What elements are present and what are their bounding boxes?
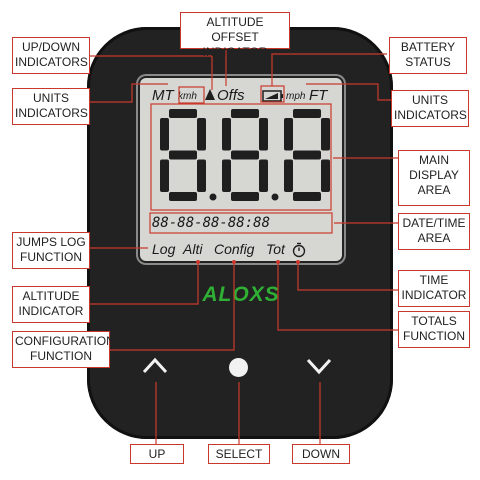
digit-segment	[231, 192, 259, 201]
lcd-fn-config: Config	[214, 241, 255, 257]
battery-icon	[262, 90, 283, 102]
units-left-highlight	[178, 86, 205, 104]
decimal-point	[271, 193, 279, 201]
decimal-point	[209, 193, 217, 201]
digit-segment	[293, 150, 321, 160]
lcd-datetime: 88-88-88-88:88	[152, 215, 271, 231]
callout-time-indicator: TIME INDICATOR	[398, 270, 470, 307]
digit-segment	[169, 150, 197, 160]
callout-jumps-log: JUMPS LOG FUNCTION	[12, 232, 90, 269]
callout-up: UP	[130, 444, 184, 464]
digit-segment	[259, 159, 268, 192]
lcd-units-mph: mph	[286, 91, 306, 102]
main-display-digits	[160, 109, 330, 201]
callout-down: DOWN	[292, 444, 350, 464]
main-display-highlight	[150, 103, 332, 211]
digit-segment	[231, 109, 259, 118]
digit-segment	[197, 159, 206, 192]
callout-up-down: UP/DOWN INDICATORS	[12, 37, 90, 74]
chevron-up-icon[interactable]	[142, 357, 168, 375]
callout-main-display: MAIN DISPLAY AREA	[398, 150, 470, 206]
digit-segment	[293, 109, 321, 118]
lcd-fn-log: Log	[152, 241, 176, 257]
chevron-down-icon[interactable]	[306, 357, 332, 375]
digit-segment	[222, 159, 231, 192]
callout-units-right: UNITS INDICATORS	[391, 90, 469, 127]
digit-segment	[284, 159, 293, 192]
digit-segment	[160, 118, 169, 151]
callout-select: SELECT	[208, 444, 270, 464]
up-triangle-icon	[205, 89, 215, 100]
lcd-screen	[140, 78, 342, 261]
lcd-fn-alti: Alti	[183, 241, 203, 257]
digit-segment	[197, 118, 206, 151]
callout-units-left: UNITS INDICATORS	[12, 88, 90, 125]
callout-totals: TOTALS FUNCTION	[398, 311, 470, 348]
callout-date-time: DATE/TIME AREA	[398, 213, 470, 250]
datetime-highlight	[149, 212, 333, 234]
callout-altitude-indicator: ALTITUDE INDICATOR	[12, 286, 90, 323]
digit-segment	[284, 118, 293, 151]
digit-segment	[169, 109, 197, 118]
digit-segment	[293, 192, 321, 201]
callout-configuration: CONFIGURATION FUNCTION	[12, 331, 115, 368]
digit-segment	[259, 118, 268, 151]
digit-segment	[169, 192, 197, 201]
lcd-offset-label: Offs	[217, 87, 245, 104]
battery-highlight	[260, 85, 285, 103]
callout-battery: BATTERY STATUS	[389, 37, 467, 74]
callout-altitude-offset: ALTITUDE OFFSET INDICATOR	[180, 12, 290, 59]
stopwatch-icon	[292, 242, 306, 258]
digit-segment	[222, 118, 231, 151]
digit-segment	[321, 118, 330, 151]
select-dot-icon[interactable]	[229, 358, 248, 377]
lcd-fn-tot: Tot	[266, 241, 285, 257]
digit-segment	[231, 150, 259, 160]
digit-segment	[321, 159, 330, 192]
digit-segment	[160, 159, 169, 192]
lcd-units-kmh: kmh	[178, 91, 197, 102]
